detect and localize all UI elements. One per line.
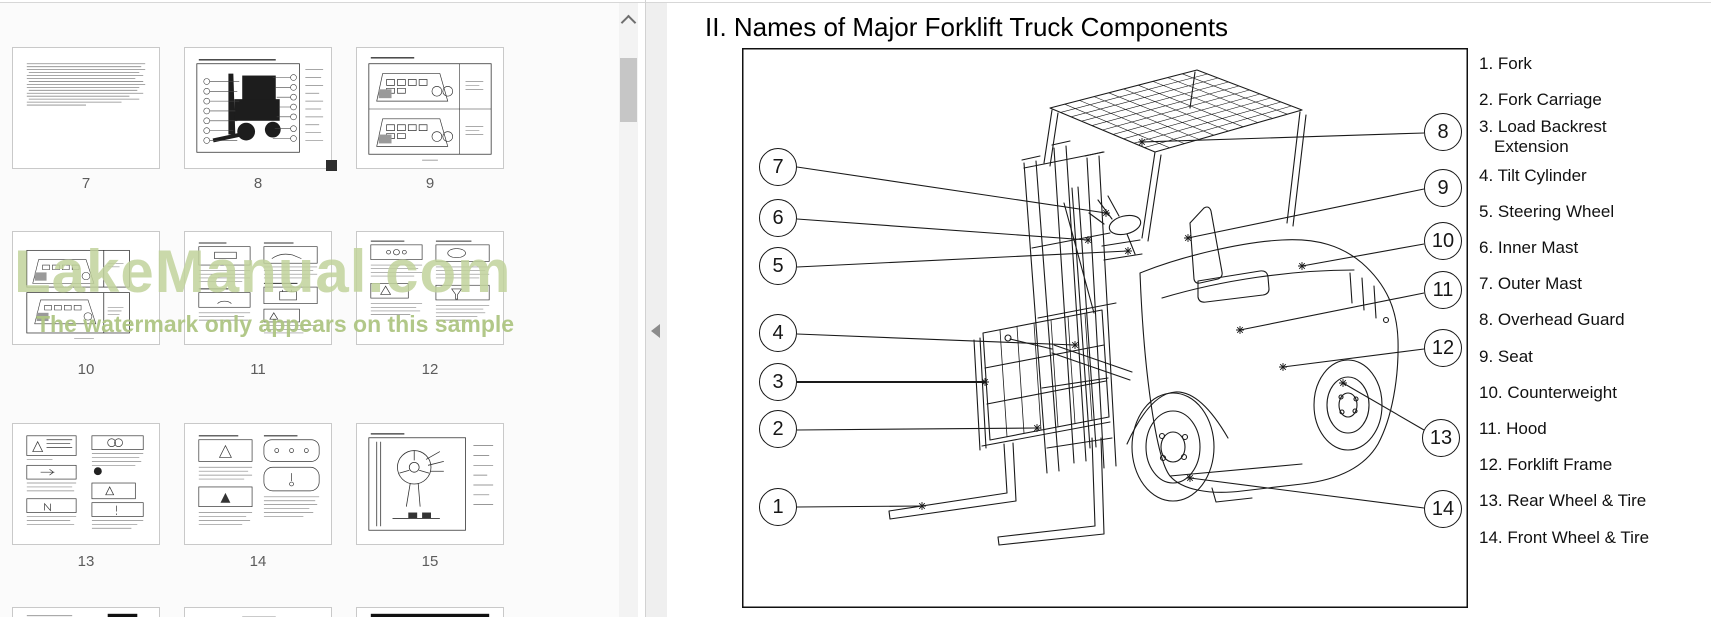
thumbnail-instruments-page-art: [368, 57, 492, 161]
callout-circle-11: 11: [1424, 271, 1462, 309]
callout-circle-8: 8: [1424, 113, 1462, 151]
page-number-label: 9: [425, 175, 435, 192]
chevron-up-icon[interactable]: [620, 14, 637, 31]
thumbnail-page-8[interactable]: [184, 47, 332, 169]
forklift-diagram: [742, 48, 1468, 608]
thumbnail-partial-art: [370, 613, 490, 617]
callout-circle-5: 5: [759, 247, 797, 285]
page-number-label: 14: [249, 553, 267, 570]
callout-circle-7: 7: [759, 148, 797, 186]
component-list-item: 5. Steering Wheel: [1479, 202, 1615, 221]
component-list-item: 9. Seat: [1479, 347, 1533, 366]
callout-circle-1: 1: [759, 488, 797, 526]
component-list-item: 4. Tilt Cylinder: [1479, 166, 1587, 185]
thumbnail-gauges-page-art: [198, 242, 318, 334]
callout-circle-6: 6: [759, 199, 797, 237]
collapse-sidebar-icon[interactable]: [651, 324, 660, 338]
callout-circle-2: 2: [759, 410, 797, 448]
thumbnail-indicators-page-art: [26, 435, 144, 529]
component-list-item: 14. Front Wheel & Tire: [1479, 528, 1650, 547]
forklift-art: [888, 69, 1399, 546]
thumbnail-page-17-partial[interactable]: [184, 607, 332, 617]
component-list-item: 12. Forklift Frame: [1479, 455, 1613, 474]
component-list-item: 2. Fork Carriage: [1479, 90, 1602, 109]
component-list-item: 10. Counterweight: [1479, 383, 1617, 402]
thumbnail-page-13[interactable]: [12, 423, 160, 545]
thumbnail-page-9[interactable]: [356, 47, 504, 169]
diagram-border: [742, 48, 1468, 608]
callout-leader-lines: [796, 132, 1425, 509]
page-number-label: 12: [421, 361, 439, 378]
page-title: II. Names of Major Forklift Truck Compon…: [705, 12, 1229, 42]
thumbnail-clusters-page-art: [26, 249, 130, 339]
pane-splitter[interactable]: [646, 3, 667, 617]
callout-circle-13: 13: [1422, 419, 1460, 457]
thumbnail-page-16-partial[interactable]: [12, 607, 160, 617]
component-list-item: 7. Outer Mast: [1479, 274, 1582, 293]
page-number-label: 8: [253, 175, 263, 192]
scrollbar-thumb[interactable]: [620, 58, 637, 122]
callout-circle-9: 9: [1424, 169, 1462, 207]
thumbnail-text-page-art: [26, 63, 146, 106]
callout-circle-3: 3: [759, 363, 797, 401]
page-number-label: 11: [250, 361, 266, 378]
component-list-item: 8. Overhead Guard: [1479, 310, 1625, 329]
component-list-item-line2: Extension: [1494, 137, 1569, 156]
callout-circle-12: 12: [1424, 329, 1462, 367]
selected-page-marker: [326, 160, 337, 171]
thumbnail-warning-lights-page-art: [370, 240, 490, 321]
callout-circle-10: 10: [1424, 222, 1462, 260]
component-list-item-line1: 3. Load Backrest: [1479, 117, 1607, 136]
callout-circle-4: 4: [759, 314, 797, 352]
component-legend: 1. Fork 2. Fork Carriage 3. Load Backres…: [1479, 48, 1709, 608]
thumbnail-page-15[interactable]: [356, 423, 504, 545]
page-number-label: 7: [81, 175, 91, 192]
component-list-item: 11. Hood: [1479, 419, 1547, 438]
component-list-item: 1. Fork: [1479, 54, 1532, 73]
page-number-label: 13: [77, 553, 95, 570]
thumbnail-partial-art: [242, 616, 276, 617]
thumbnail-engine-warning-page-art: [198, 435, 320, 525]
sidebar-scrollbar[interactable]: [619, 3, 638, 617]
thumbnail-forklift-page-art: [196, 59, 324, 153]
thumbnail-steering-column-page-art: [368, 433, 494, 531]
thumbnail-page-18-partial[interactable]: [356, 607, 504, 617]
thumbnail-page-11[interactable]: [184, 231, 332, 345]
thumbnail-partial-art: [26, 613, 138, 617]
callout-circle-14: 14: [1424, 490, 1462, 528]
component-list-item: 6. Inner Mast: [1479, 238, 1579, 257]
thumbnail-page-14[interactable]: [184, 423, 332, 545]
component-list-item: 3. Load Backrest Extension: [1479, 117, 1607, 157]
leader-target-stars: [918, 138, 1347, 510]
page-number-label: 10: [77, 361, 95, 378]
thumbnail-page-7[interactable]: [12, 47, 160, 169]
pane-divider: [645, 0, 646, 617]
top-border: [0, 2, 1711, 3]
thumbnail-page-12[interactable]: [356, 231, 504, 345]
thumbnail-sidebar[interactable]: 7 8 9: [0, 3, 619, 617]
thumbnail-page-10[interactable]: [12, 231, 160, 345]
page-number-label: 15: [421, 553, 439, 570]
component-list-item: 13. Rear Wheel & Tire: [1479, 491, 1647, 510]
